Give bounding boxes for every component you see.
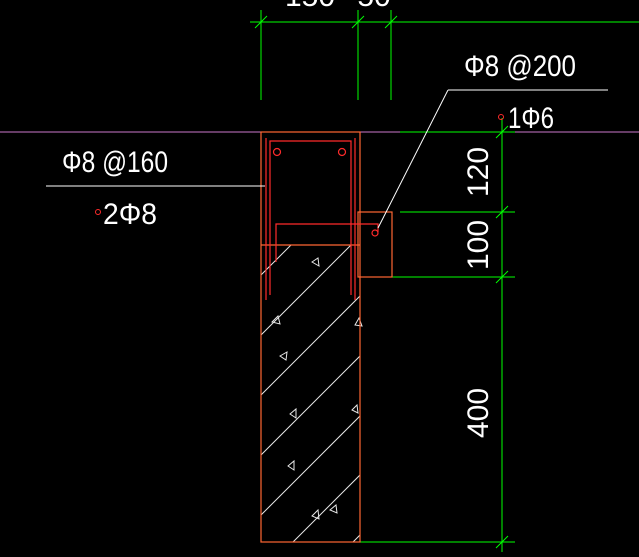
rebar-group xyxy=(265,138,379,300)
label-stirrup-top: Φ8 @200 xyxy=(464,50,576,83)
aggregate-triangles xyxy=(271,257,363,520)
dim-right-400-text: 400 xyxy=(462,388,495,438)
rebar-dot-ledge xyxy=(371,229,379,237)
label-marker-top xyxy=(498,114,504,120)
concrete-hatch xyxy=(261,245,360,542)
dim-top-left-text: 150 xyxy=(285,0,335,13)
label-bar-top: 1Φ6 xyxy=(508,102,554,135)
rebar-dot-top-left xyxy=(272,147,282,157)
dim-right-100-text: 100 xyxy=(462,220,495,270)
top-dimension-group xyxy=(250,10,639,100)
concrete-outline xyxy=(260,131,393,543)
dim-right-120-text: 120 xyxy=(462,147,495,197)
leader-lines xyxy=(46,89,608,229)
rebar-dot-top-right xyxy=(337,147,347,157)
right-dimension-group xyxy=(360,118,515,552)
label-stirrup-left: Φ8 @160 xyxy=(62,146,168,179)
dim-top-right-text: 50 xyxy=(357,0,390,13)
label-bar-left: 2Φ8 xyxy=(103,198,157,231)
label-marker-left xyxy=(95,209,101,215)
